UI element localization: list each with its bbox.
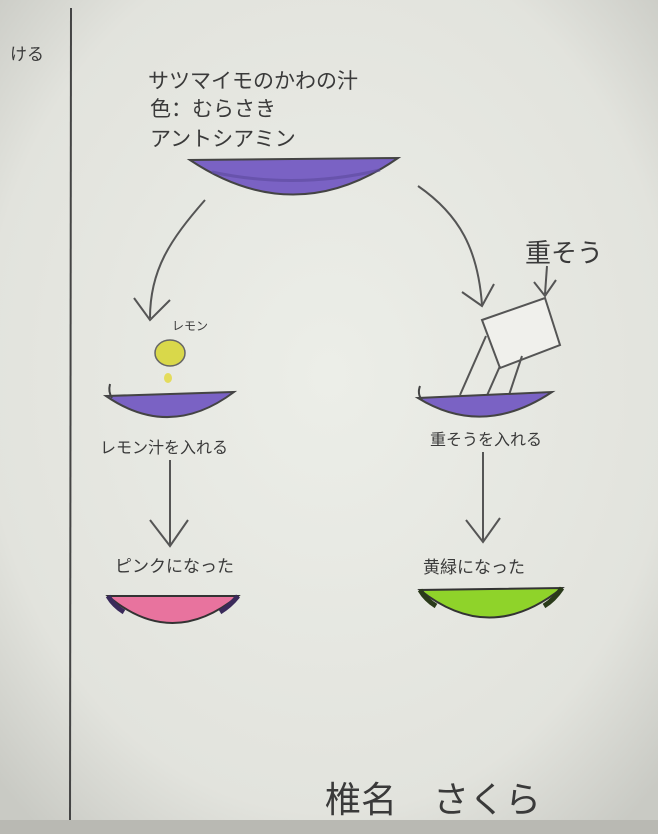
lemon-drop-icon [164, 373, 172, 383]
top-bowl-purple [186, 156, 402, 196]
paper-bottom-shadow [0, 820, 658, 834]
left-middle-bowl-purple [102, 383, 238, 419]
right-middle-bowl-purple [414, 385, 556, 418]
left-result-label: ピンクになった [115, 557, 234, 577]
title-line-3: アントシアミン [150, 127, 296, 151]
lemon-icon [154, 339, 186, 367]
soda-label-arrow [533, 265, 557, 298]
title-line-1: サツマイモのかわの汁 [148, 69, 358, 93]
yellow-green-result-bowl [417, 586, 565, 619]
left-step-label: レモン汁を入れる [100, 438, 228, 457]
title-line-2: 色：むらさき [150, 97, 276, 121]
arrow-right-curve [417, 185, 483, 306]
soda-label: 重そう [525, 239, 603, 269]
pink-result-bowl [105, 594, 241, 624]
arrow-left-curve [149, 199, 206, 319]
margin-line [69, 7, 72, 821]
right-down-arrow [465, 452, 501, 544]
show-through-text [400, 148, 470, 164]
right-step-label: 重そうを入れる [430, 430, 542, 449]
signature: 椎名 さくら [325, 780, 541, 821]
left-down-arrow [149, 460, 189, 548]
margin-text: ける [10, 45, 44, 65]
arrow-right-head [461, 283, 495, 308]
right-result-label: 黄緑になった [423, 558, 525, 578]
lemon-label: レモン [172, 319, 208, 333]
arrow-left-head [133, 297, 171, 322]
